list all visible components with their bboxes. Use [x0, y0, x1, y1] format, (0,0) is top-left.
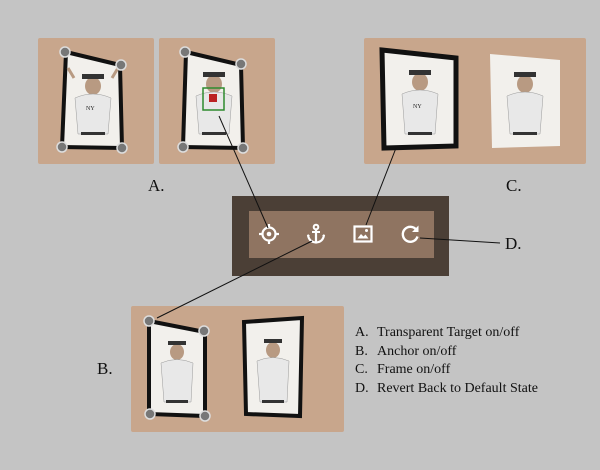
player-figure — [256, 339, 290, 403]
svg-text:NY: NY — [86, 106, 95, 112]
anchor-point[interactable] — [237, 142, 249, 154]
transparent-target-box[interactable] — [202, 87, 225, 111]
anchor-point[interactable] — [56, 141, 68, 153]
anchor-point[interactable] — [144, 408, 156, 420]
player-figure — [160, 341, 194, 403]
player-figure: NY — [401, 70, 439, 135]
label-b: B. — [97, 359, 113, 378]
anchor-toggle-button[interactable] — [300, 218, 332, 250]
example-card-c2 — [470, 38, 586, 164]
example-card-a1: NY — [38, 38, 154, 164]
player-figure: NY — [66, 67, 120, 135]
player-figure — [506, 72, 544, 135]
anchor-point[interactable] — [199, 410, 211, 422]
legend: A.Transparent Target on/off B.Anchor on/… — [355, 324, 538, 398]
legend-item-b: B.Anchor on/off — [355, 343, 457, 359]
anchor-point[interactable] — [179, 46, 191, 58]
anchor-point[interactable] — [198, 325, 210, 337]
framed-photo: NY — [379, 47, 459, 151]
label-c: C. — [506, 176, 522, 195]
target-icon — [259, 224, 279, 244]
unframed-photo — [490, 54, 560, 148]
example-card-b2 — [228, 306, 344, 432]
anchor-point[interactable] — [235, 58, 247, 70]
image-frame-icon — [353, 225, 373, 243]
framed-photo — [241, 315, 305, 419]
legend-item-a: A.Transparent Target on/off — [355, 325, 520, 340]
label-a: A. — [148, 176, 165, 195]
target-toggle-button[interactable] — [253, 218, 285, 250]
anchor-point[interactable] — [143, 315, 155, 327]
revert-icon — [401, 225, 419, 243]
frame-toggle-button[interactable] — [347, 218, 379, 250]
legend-item-c: C.Frame on/off — [355, 362, 451, 377]
example-card-b1 — [131, 306, 247, 432]
example-card-a2 — [159, 38, 275, 164]
anchor-point[interactable] — [177, 141, 189, 153]
anchor-point[interactable] — [59, 46, 71, 58]
framed-photo-anchored: NY — [56, 46, 128, 154]
revert-button[interactable] — [394, 218, 426, 250]
anchor-point[interactable] — [116, 142, 128, 154]
framed-photo-anchored — [143, 315, 211, 422]
legend-item-d: D.Revert Back to Default State — [355, 380, 538, 396]
label-d: D. — [505, 234, 522, 253]
svg-text:NY: NY — [413, 104, 422, 110]
framed-photo-with-target — [177, 46, 249, 154]
anchor-point[interactable] — [115, 59, 127, 71]
anchor-icon — [306, 223, 326, 244]
example-card-c1: NY — [364, 38, 480, 164]
